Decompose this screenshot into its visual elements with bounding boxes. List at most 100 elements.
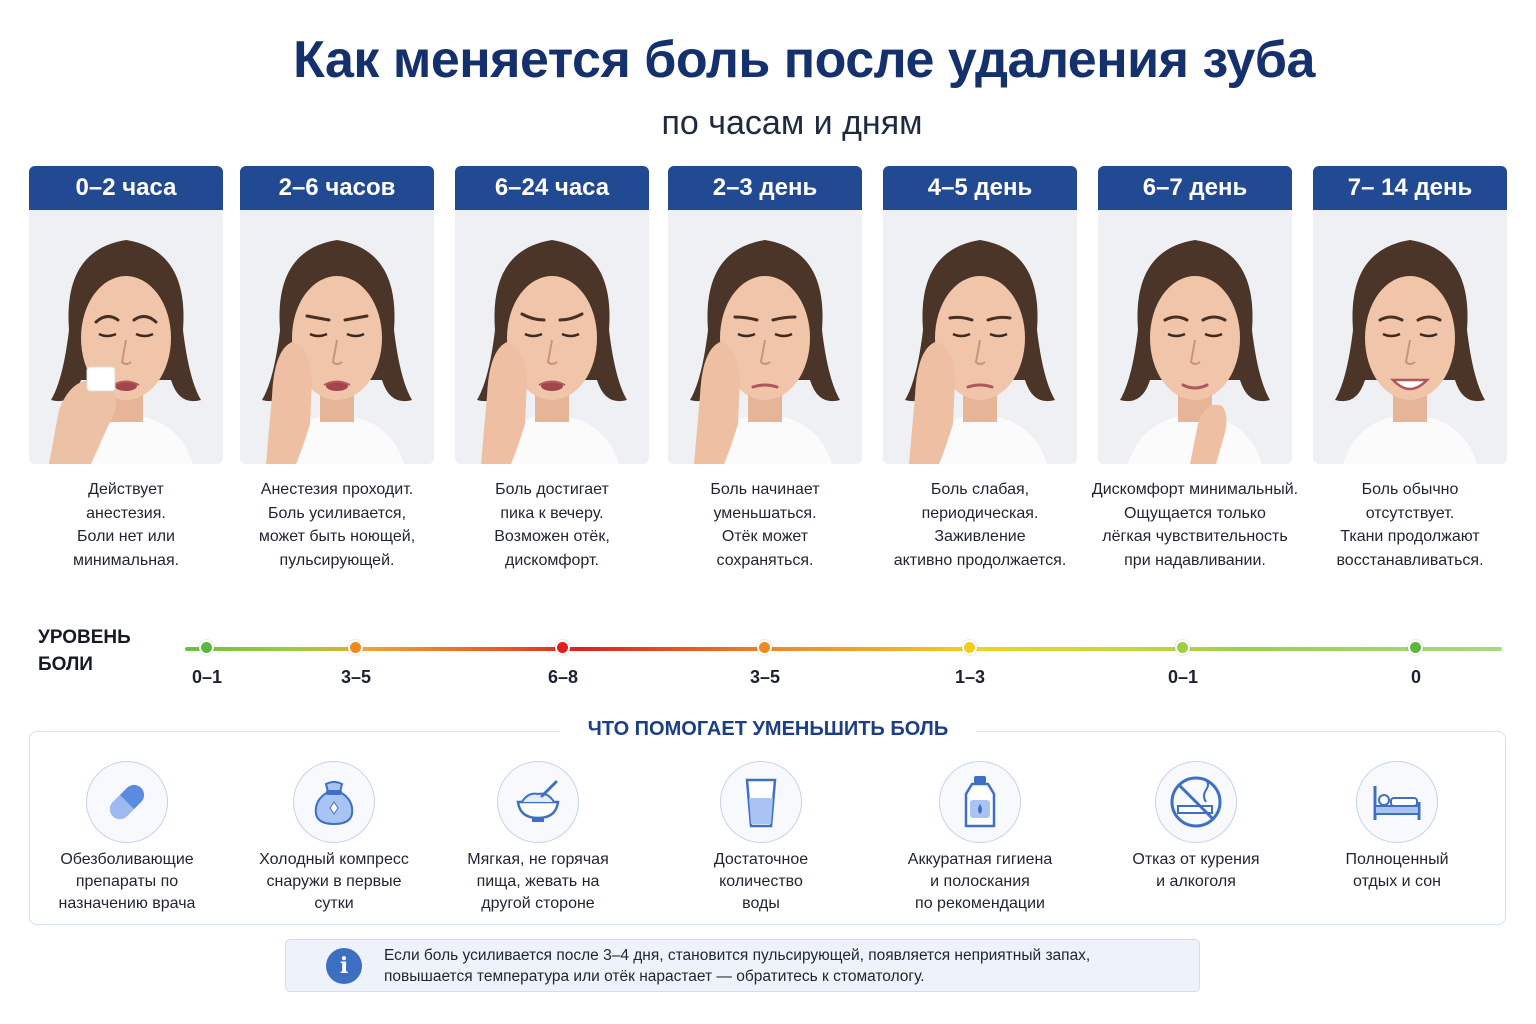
pain-level-value: 0: [1410, 667, 1421, 687]
help-text-line: назначению врача: [58, 895, 196, 912]
stage-description: Анестезия проходит. Боль усиливается, може…: [220, 478, 454, 572]
description-line: пика к вечеру.: [500, 504, 604, 522]
description-line: Возможен отёк,: [494, 528, 610, 545]
description-line: Отёк может: [721, 528, 809, 545]
pain-level-value: 0–1: [1167, 667, 1199, 687]
help-text-line: Достаточное: [713, 851, 809, 868]
help-text-line: и полоскания: [930, 873, 1030, 890]
description-line: Анестезия проходит.: [260, 481, 414, 498]
help-text-line: отдых и сон: [1353, 873, 1441, 890]
help-text-line: по рекомендации: [915, 895, 1045, 912]
stage-card: 6–24 часа: [455, 166, 649, 464]
help-text-line: количество: [719, 873, 803, 890]
stage-period: 7– 14 день: [1313, 166, 1507, 210]
bed-icon: [1356, 761, 1438, 843]
stage-card: 2–3 день: [668, 166, 862, 464]
mild-pain-face: [883, 210, 1077, 464]
pain-level-dot: [1175, 640, 1190, 655]
pain-level-dot: [962, 640, 977, 655]
description-line: Дискомфорт минимальный.: [1091, 481, 1299, 498]
description-line: минимальная.: [72, 551, 180, 569]
help-title: ЧТО ПОМОГАЕТ УМЕНЬШИТЬ БОЛЬ: [587, 717, 949, 740]
help-text-line: снаружи в первые: [266, 873, 402, 890]
help-item-text: Холодный компресс снаружи в первые сутки: [234, 849, 434, 915]
description-line: Боль обычно: [1361, 481, 1459, 498]
pain-level-value: 0–1: [191, 667, 223, 687]
description-line: лёгкая чувствительность: [1102, 528, 1288, 545]
soft-food-bowl-icon: [497, 761, 579, 843]
pained-face: [240, 210, 434, 464]
stage-card: 6–7 день: [1098, 166, 1292, 464]
description-line: уменьшаться.: [713, 504, 817, 522]
pain-label-line-2: БОЛИ: [38, 654, 93, 675]
description-line: Ткани продолжают: [1340, 528, 1480, 545]
help-text-line: Мягкая, не горячая: [467, 851, 609, 868]
description-line: Боли нет или: [77, 528, 175, 545]
stage-card: 0–2 часа: [29, 166, 223, 464]
description-line: Ощущается только: [1124, 504, 1266, 522]
bleeding-gauze-face: [29, 210, 223, 464]
help-item-text: Отказ от курения и алкоголя: [1096, 849, 1296, 893]
description-line: восстанавливаться.: [1336, 551, 1484, 569]
pain-level-value: 3–5: [749, 667, 781, 687]
info-icon: i: [326, 948, 362, 984]
description-line: Боль начинает: [710, 481, 820, 498]
water-glass-icon: [720, 761, 802, 843]
stage-period: 2–6 часов: [240, 166, 434, 210]
stage-period: 6–7 день: [1098, 166, 1292, 210]
help-item-text: Достаточное количество воды: [661, 849, 861, 915]
description-line: сохраняться.: [716, 551, 814, 569]
description-line: периодическая.: [921, 504, 1039, 522]
pain-level-dot: [555, 640, 570, 655]
no-smoking-icon: [1155, 761, 1237, 843]
pain-level-dot: [1408, 640, 1423, 655]
note-line-1: Если боль усиливается после 3–4 дня, ста…: [384, 947, 1091, 964]
page-title: Как меняется боль после удаления зуба: [293, 31, 1315, 89]
stage-description: Боль начинает уменьшаться. Отёк может сохра…: [648, 478, 882, 572]
help-text-line: другой стороне: [481, 895, 595, 912]
pain-scale-line: [185, 647, 1502, 651]
help-text-line: воды: [742, 895, 780, 912]
description-line: Боль усиливается,: [267, 504, 407, 522]
pain-level-value: 1–3: [954, 667, 986, 687]
description-line: Боль слабая,: [930, 481, 1030, 498]
warning-note: i Если боль усиливается после 3–4 дня, с…: [285, 939, 1200, 992]
pain-level-label: УРОВЕНЬ БОЛИ: [38, 624, 131, 678]
pain-level-dot: [757, 640, 772, 655]
help-text-line: Отказ от курения: [1132, 851, 1260, 868]
pill-icon: [86, 761, 168, 843]
pain-label-line-1: УРОВЕНЬ: [38, 627, 131, 648]
stage-period: 2–3 день: [668, 166, 862, 210]
aching-face: [668, 210, 862, 464]
stage-period: 0–2 часа: [29, 166, 223, 210]
description-line: может быть ноющей,: [258, 528, 416, 545]
stage-card: 7– 14 день: [1313, 166, 1507, 464]
stage-period: 4–5 день: [883, 166, 1077, 210]
help-text-line: препараты по: [75, 873, 179, 890]
note-line-2: повышается температура или отёк нарастае…: [384, 968, 925, 985]
help-item-text: Полноценный отдых и сон: [1297, 849, 1497, 893]
help-text-line: сутки: [314, 895, 354, 912]
stage-description: Действует анестезия. Боли нет или минимальн…: [9, 478, 243, 572]
description-line: Действует: [88, 481, 164, 498]
help-text-line: Аккуратная гигиена: [907, 851, 1053, 868]
mouthwash-bottle-icon: [939, 761, 1021, 843]
stage-period: 6–24 часа: [455, 166, 649, 210]
stage-description: Дискомфорт минимальный. Ощущается только л…: [1078, 478, 1312, 572]
help-text-line: и алкоголя: [1156, 873, 1236, 890]
pain-level-value: 3–5: [340, 667, 372, 687]
ice-pack-icon: [293, 761, 375, 843]
page-subtitle: по часам и дням: [661, 104, 923, 142]
help-text-line: Холодный компресс: [259, 851, 409, 868]
description-line: при надавливании.: [1124, 551, 1266, 569]
help-text-line: Полноценный: [1345, 851, 1449, 868]
stage-card: 4–5 день: [883, 166, 1077, 464]
peak-pain-face: [455, 210, 649, 464]
description-line: анестезия.: [86, 504, 166, 522]
description-line: отсутствует.: [1365, 504, 1455, 522]
pain-level-dot: [199, 640, 214, 655]
description-line: Боль достигает: [495, 481, 609, 498]
